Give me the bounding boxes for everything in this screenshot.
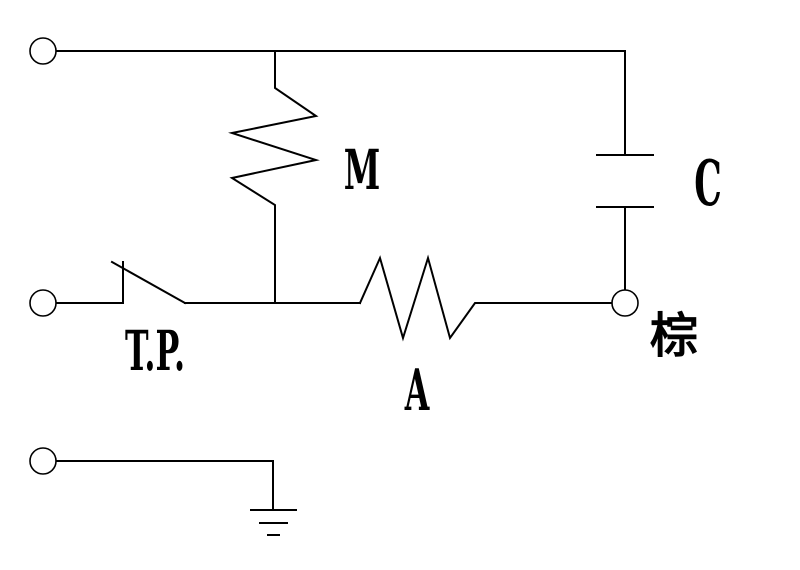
terminal-brown — [611, 289, 639, 317]
terminal-top — [29, 37, 57, 65]
thermal-protector-blade — [110, 260, 187, 305]
label-brown-terminal: 棕 — [650, 308, 698, 364]
auxiliary-winding-a — [358, 254, 613, 342]
ground-wire — [55, 460, 274, 511]
label-auxiliary-winding: A — [404, 357, 430, 424]
terminal-ground — [29, 447, 57, 475]
label-thermal-protector: T.P. — [125, 319, 185, 384]
label-capacitor: C — [694, 147, 722, 220]
main-winding-m — [228, 50, 320, 304]
label-motor-winding: M — [344, 137, 381, 202]
terminal-middle — [29, 289, 57, 317]
